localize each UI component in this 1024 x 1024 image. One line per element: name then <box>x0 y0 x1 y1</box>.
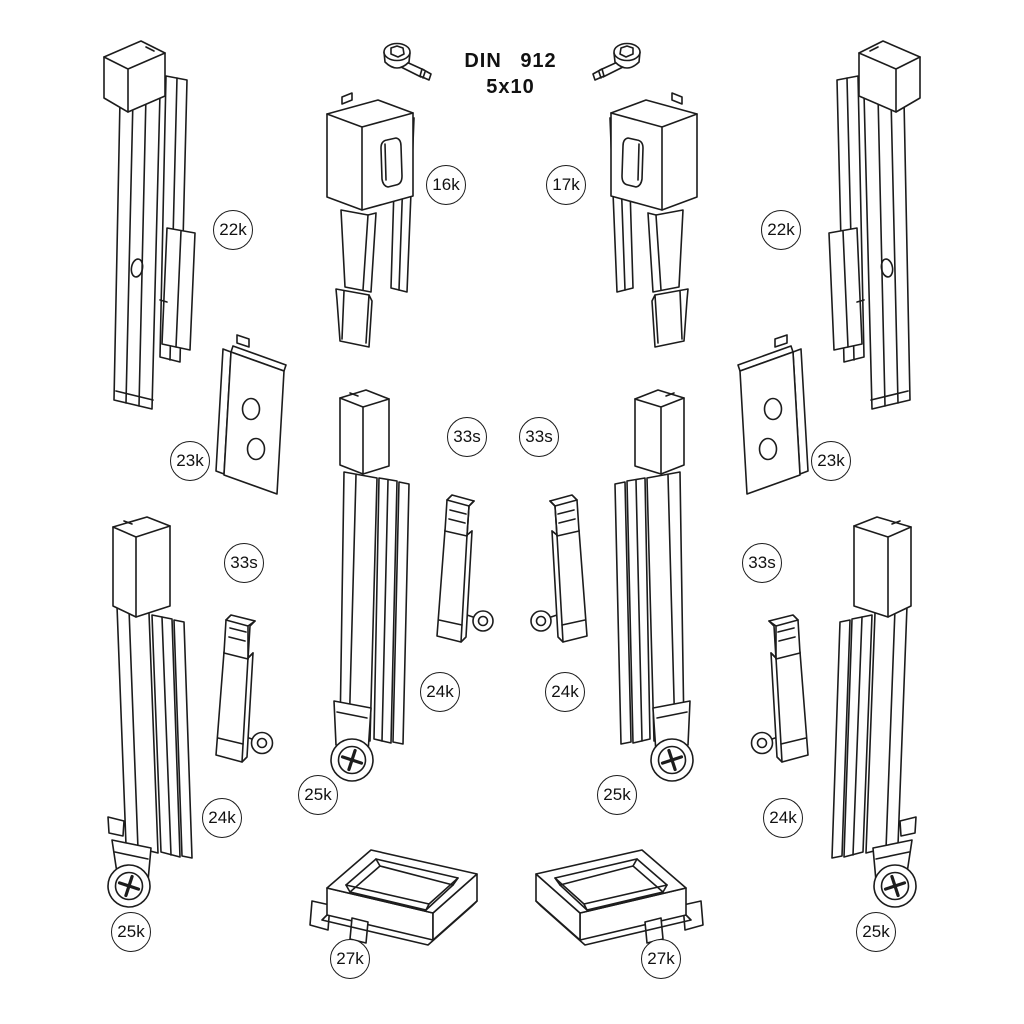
din-note-line1: DIN 912 <box>464 50 557 72</box>
balloon-33s-left: 33s <box>224 543 264 583</box>
balloon-23k-left: 23k <box>170 441 210 481</box>
tray-27k-right-drawing <box>535 849 704 946</box>
carrier-16k-drawing <box>326 92 415 348</box>
plate-23k-right-drawing <box>737 334 809 495</box>
guide-rail-24k-center-right-drawing <box>613 388 695 783</box>
guide-rail-24k-center-left-drawing <box>330 389 410 782</box>
balloon-33s-center-left: 33s <box>447 417 487 457</box>
balloon-22k-right: 22k <box>761 210 801 250</box>
mirrored-right-parts <box>530 40 921 909</box>
profile-rail-22k-right-drawing <box>828 40 921 410</box>
balloon-25k-left: 25k <box>111 912 151 952</box>
balloon-22k-left: 22k <box>213 210 253 250</box>
balloon-27k-right: 27k <box>641 939 681 979</box>
balloon-24k-center-right: 24k <box>545 672 585 712</box>
hook-33s-left-drawing <box>215 614 274 763</box>
balloon-24k-right: 24k <box>763 798 803 838</box>
tray-27k-left-drawing <box>309 849 478 946</box>
din-note-line2: 5x10 <box>486 76 535 98</box>
balloon-17k: 17k <box>546 165 586 205</box>
hook-33s-center-left-drawing <box>436 494 494 643</box>
balloon-24k-center-left: 24k <box>420 672 460 712</box>
guide-rail-25k-left-drawing <box>107 516 193 908</box>
balloon-25k-right: 25k <box>856 912 896 952</box>
profile-rail-22k-left-drawing <box>103 40 196 410</box>
guide-rail-25k-right-drawing <box>830 515 918 909</box>
balloon-25k-center-right: 25k <box>597 775 637 815</box>
plate-23k-left-drawing <box>215 334 287 495</box>
socket-screw-left-drawing <box>383 42 432 81</box>
balloon-24k-left: 24k <box>202 798 242 838</box>
balloon-33s-right: 33s <box>742 543 782 583</box>
balloon-25k-center-left: 25k <box>298 775 338 815</box>
din-standard-note: DIN 912 5x10 <box>438 48 583 100</box>
balloon-16k: 16k <box>426 165 466 205</box>
hook-33s-right-drawing <box>750 614 809 763</box>
hook-33s-center-right-drawing <box>530 494 588 643</box>
balloon-23k-right: 23k <box>811 441 851 481</box>
balloon-33s-center-right: 33s <box>519 417 559 457</box>
carrier-17k-drawing <box>609 92 698 348</box>
socket-screw-right-drawing <box>592 42 641 81</box>
balloon-27k-left: 27k <box>330 939 370 979</box>
